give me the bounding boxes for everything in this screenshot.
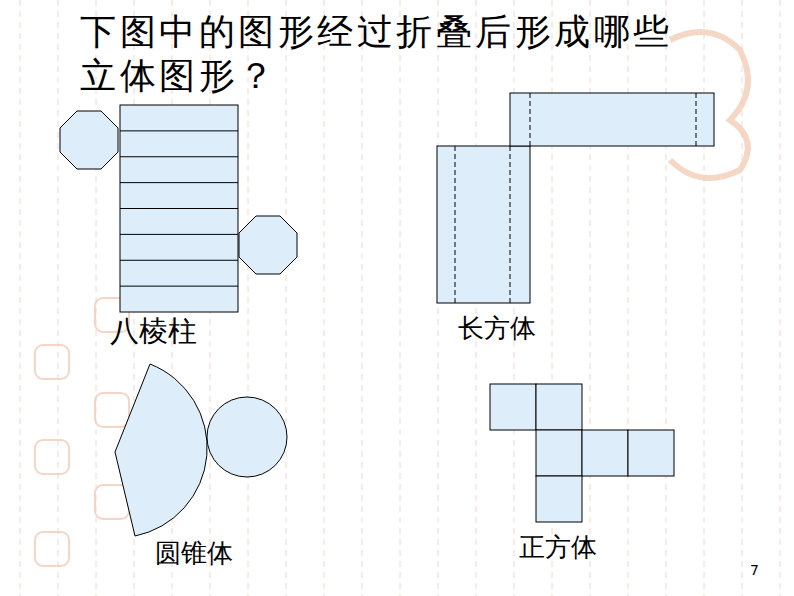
fold-line — [120, 182, 238, 183]
cube-net — [490, 384, 674, 522]
fold-line — [120, 156, 238, 157]
seal-watermarks — [35, 32, 748, 566]
octagonal-prism-net — [60, 105, 297, 312]
solid-name: 正方体 — [519, 530, 597, 565]
solid-name: 长方体 — [458, 311, 536, 346]
fold-line — [120, 208, 238, 209]
slide-title: 下图中的图形经过折叠后形成哪些立体图形？ — [80, 10, 692, 98]
fold-line — [120, 130, 238, 131]
fold-line — [120, 286, 238, 287]
cone-net — [115, 364, 287, 536]
fold-line — [120, 234, 238, 235]
page-number: 7 — [750, 562, 759, 578]
fold-line — [120, 260, 238, 261]
cuboid-net — [437, 93, 714, 303]
solid-name: 八棱柱 — [110, 312, 197, 352]
solid-name: 圆锥体 — [155, 536, 233, 571]
